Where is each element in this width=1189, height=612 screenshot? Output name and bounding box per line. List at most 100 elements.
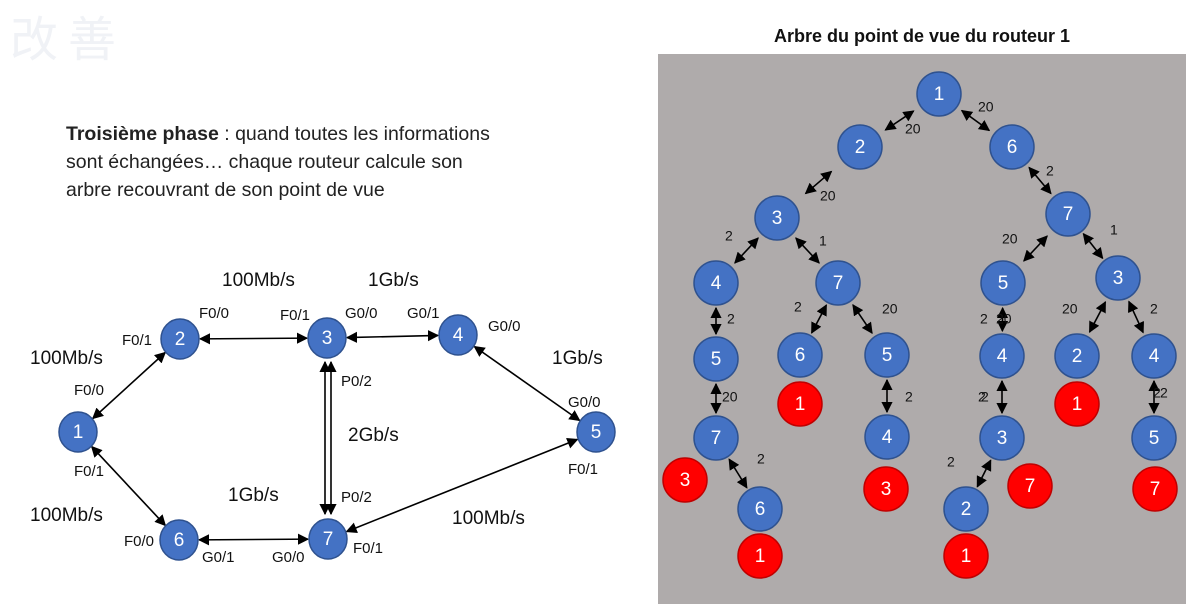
router-1: 1 — [58, 411, 98, 453]
tree-node-1-label: 2 — [855, 137, 866, 158]
tree-node-27-label: 1 — [755, 546, 766, 567]
tree-node-9-circle — [693, 336, 739, 382]
port-label-15: G0/0 — [568, 394, 601, 411]
router-4: 4 — [438, 314, 478, 356]
tree-node-11-circle — [864, 332, 910, 378]
tree-weight-12: 20 — [1062, 301, 1078, 317]
router-1-circle — [58, 411, 98, 453]
tree-weight-5: 1 — [819, 233, 827, 249]
router-3-label: 3 — [322, 328, 333, 349]
intro-text: Troisième phase : quand toutes les infor… — [66, 120, 586, 204]
port-label-23: F0/1 — [353, 540, 383, 557]
edges-layer — [90, 109, 1160, 546]
tree-weight-11: 2 — [980, 311, 988, 327]
port-label-10: G0/0 — [345, 305, 378, 322]
tree-edge-9 — [810, 304, 828, 334]
tree-node-5-label: 4 — [711, 273, 722, 294]
router-7-circle — [308, 518, 348, 560]
router-7-label: 7 — [323, 529, 334, 550]
port-label-9: F0/1 — [280, 307, 310, 324]
tree-node-26: 7 — [1132, 466, 1178, 512]
tree-edge-13 — [1128, 300, 1144, 334]
tree-node-17-circle — [864, 414, 910, 460]
link-3-4 — [345, 330, 440, 343]
bandwidth-label-7: 100Mb/s — [452, 508, 525, 529]
tree-node-28-circle — [943, 533, 989, 579]
tree-node-6-circle — [815, 260, 861, 306]
tree-node-25: 7 — [1007, 463, 1053, 509]
router-2-circle — [160, 318, 200, 360]
tree-node-3: 3 — [754, 195, 800, 241]
bandwidth-label-4: 2Gb/s — [348, 425, 399, 446]
tree-title: Arbre du point de vue du routeur 1 — [773, 26, 1070, 46]
tree-weight-4: 2 — [725, 228, 733, 244]
bandwidth-label-1: 1Gb/s — [368, 270, 419, 291]
tree-weight-7: 1 — [1110, 222, 1118, 238]
intro-bold: Troisième phase — [66, 123, 219, 145]
tree-node-0-label: 1 — [934, 84, 945, 105]
port-label-20: F0/0 — [124, 533, 154, 550]
bandwidth-label-0: 100Mb/s — [222, 270, 295, 291]
tree-node-19-circle — [1054, 381, 1100, 427]
tree-edge-1 — [960, 109, 991, 132]
port-label-16: F0/1 — [568, 461, 598, 478]
port-label-18: P0/2 — [341, 489, 372, 506]
tree-weight-21: 2 — [981, 389, 989, 405]
tree-node-4: 7 — [1045, 191, 1091, 237]
tree-node-19: 1 — [1054, 381, 1100, 427]
tree-weight-20: 20 — [996, 311, 1012, 327]
tree-node-20-label: 5 — [1149, 428, 1160, 449]
tree-node-15-circle — [693, 415, 739, 461]
tree-weight-6: 20 — [1002, 231, 1018, 247]
tree-node-15-label: 7 — [711, 428, 722, 449]
tree-edge-0 — [884, 110, 915, 131]
router-5-label: 5 — [591, 422, 602, 443]
tree-node-24: 2 — [943, 486, 989, 532]
router-6: 6 — [159, 519, 199, 561]
router-5: 5 — [576, 411, 616, 453]
tree-node-26-circle — [1132, 466, 1178, 512]
tree-node-4-label: 7 — [1063, 204, 1074, 225]
router-5-circle — [576, 411, 616, 453]
tree-node-16-circle — [777, 381, 823, 427]
router-4-label: 4 — [453, 325, 464, 346]
tree-weight-17: 2 — [1160, 385, 1168, 401]
tree-node-7-label: 5 — [998, 273, 1009, 294]
tree-node-5: 4 — [693, 260, 739, 306]
tree-node-20-circle — [1131, 415, 1177, 461]
tree-node-28: 1 — [943, 533, 989, 579]
tree-node-18-circle — [979, 415, 1025, 461]
tree-weight-3: 2 — [1046, 163, 1054, 179]
port-label-19: F0/1 — [74, 463, 104, 480]
tree-node-0: 1 — [916, 71, 962, 117]
tree-node-5-circle — [693, 260, 739, 306]
tree-weight-9: 2 — [794, 299, 802, 315]
router-6-label: 6 — [174, 530, 185, 551]
tree-edge-2 — [804, 170, 833, 195]
tree-node-6: 7 — [815, 260, 861, 306]
tree-node-28-label: 1 — [961, 546, 972, 567]
tree-node-1-circle — [837, 124, 883, 170]
bandwidth-label-6: 1Gb/s — [228, 485, 279, 506]
tree-node-3-label: 3 — [772, 208, 783, 229]
tree-node-24-label: 2 — [961, 499, 972, 520]
tree-node-2: 6 — [989, 124, 1035, 170]
tree-node-26-label: 7 — [1150, 479, 1161, 500]
tree-node-16: 1 — [777, 381, 823, 427]
tree-node-11: 5 — [864, 332, 910, 378]
tree-node-22-label: 6 — [755, 499, 766, 520]
link-7-5 — [345, 437, 579, 534]
tree-node-10: 6 — [777, 332, 823, 378]
tree-node-22-circle — [737, 486, 783, 532]
tree-node-18-label: 3 — [997, 428, 1008, 449]
tree-node-14-label: 4 — [1149, 346, 1160, 367]
tree-node-14: 4 — [1131, 333, 1177, 379]
tree-node-17: 4 — [864, 414, 910, 460]
tree-node-13: 2 — [1054, 333, 1100, 379]
tree-node-27: 1 — [737, 533, 783, 579]
tree-node-11-label: 5 — [882, 345, 893, 366]
tree-edge-5 — [795, 237, 820, 264]
tree-weight-8: 2 — [727, 311, 735, 327]
